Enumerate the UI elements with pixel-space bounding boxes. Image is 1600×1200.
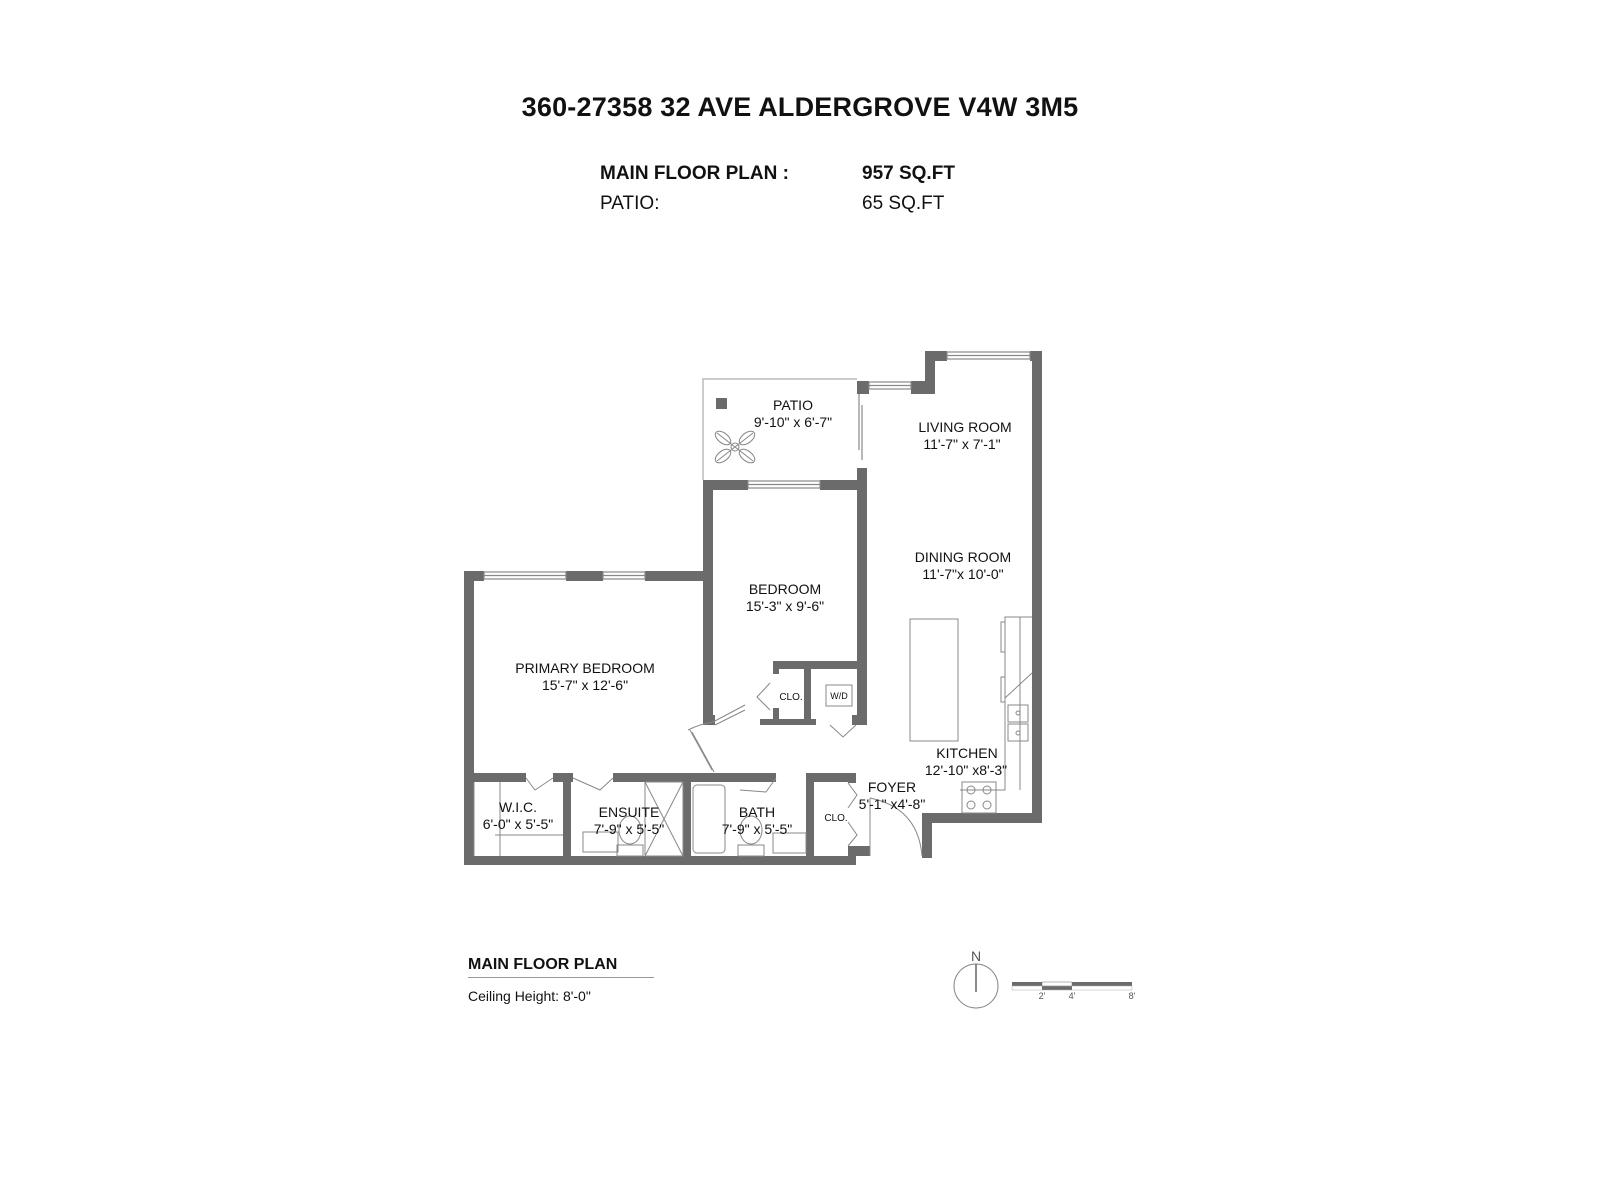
doors <box>525 682 923 857</box>
plant-icon <box>714 430 756 464</box>
bathtub <box>692 784 726 854</box>
kitchen-island <box>909 618 959 742</box>
kitchen-fixtures <box>909 616 1033 814</box>
room-name-closet-bedroom: CLO. <box>779 692 802 703</box>
room-dims-kitchen: 12'-10" x8'-3" <box>925 762 1007 778</box>
area-value-main: 957 SQ.FT <box>862 163 955 184</box>
scale-bar: 2' 4' 8' <box>1011 981 1136 1001</box>
room-name-foyer: FOYER <box>868 779 916 795</box>
address-title: 360-27358 32 AVE ALDERGROVE V4W 3M5 <box>521 92 1079 122</box>
room-name-living: LIVING ROOM <box>918 419 1011 435</box>
bath-sink <box>772 832 807 854</box>
walls <box>464 351 1042 865</box>
stove-icon <box>961 781 997 814</box>
scale-tick-4: 4' <box>1069 991 1076 1001</box>
room-name-bedroom: BEDROOM <box>749 581 821 597</box>
shower <box>644 781 684 857</box>
ensuite-toilet-tank <box>616 844 644 857</box>
north-compass-icon: N <box>953 948 999 1009</box>
legend-title: MAIN FLOOR PLAN <box>468 956 618 973</box>
ensuite-sink <box>582 831 619 853</box>
room-name-closet-foyer: CLO. <box>824 813 847 824</box>
scale-tick-2: 2' <box>1039 991 1046 1001</box>
room-name-kitchen: KITCHEN <box>936 745 997 761</box>
area-label-patio: PATIO: <box>600 193 660 214</box>
room-dims-dining: 11'-7"x 10'-0" <box>922 566 1003 582</box>
room-dims-bedroom: 15'-3" x 9'-6" <box>746 598 824 614</box>
room-name-dining: DINING ROOM <box>915 549 1011 565</box>
bath-fixtures <box>473 684 853 857</box>
area-label-main: MAIN FLOOR PLAN : <box>600 163 789 184</box>
room-dims-primary: 15'-7" x 12'-6" <box>542 677 628 693</box>
washer-dryer-label: W/D <box>830 691 848 701</box>
room-dims-ensuite: 7'-9" x 5'-5" <box>594 821 665 837</box>
room-dims-wic: 6'-0" x 5'-5" <box>483 816 554 832</box>
room-name-bath: BATH <box>739 804 775 820</box>
room-name-primary: PRIMARY BEDROOM <box>515 660 655 676</box>
room-dims-patio: 9'-10" x 6'-7" <box>754 414 832 430</box>
washer-dryer-icon <box>825 684 853 707</box>
scale-tick-8: 8' <box>1129 991 1136 1001</box>
room-name-wic: W.I.C. <box>499 799 537 815</box>
room-name-patio: PATIO <box>773 397 813 413</box>
compass-north-label: N <box>971 948 981 964</box>
bath-toilet-tank <box>737 844 765 857</box>
ceiling-height: Ceiling Height: 8'-0" <box>468 988 591 1004</box>
room-dims-living: 11'-7" x 7'-1" <box>923 436 1000 452</box>
legend-divider <box>468 977 654 978</box>
windows <box>483 351 1031 580</box>
room-name-ensuite: ENSUITE <box>599 804 660 820</box>
area-value-patio: 65 SQ.FT <box>862 193 945 214</box>
room-dims-foyer: 5'-1" x4'-8" <box>859 796 926 812</box>
patio-outline <box>702 378 857 480</box>
patio-post <box>716 398 727 409</box>
room-dims-bath: 7'-9" x 5'-5" <box>722 821 793 837</box>
